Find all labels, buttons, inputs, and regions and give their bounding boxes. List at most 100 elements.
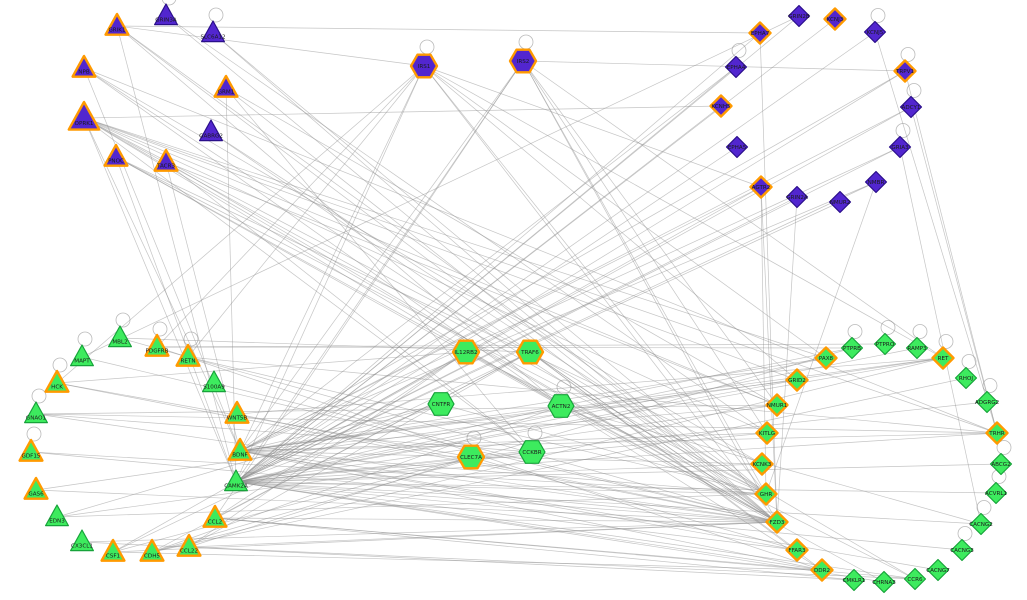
triangle-shape — [224, 400, 250, 424]
node-PAX8[interactable]: PAX8 — [814, 346, 838, 370]
node-NMBR[interactable]: NMBR — [864, 170, 888, 194]
diamond-shape — [840, 336, 864, 360]
node-EPHA5[interactable]: EPHA5 — [725, 135, 749, 159]
self-loop — [52, 357, 68, 373]
edge — [56, 382, 472, 458]
node-IL12RB2[interactable]: IL12RB2 — [451, 339, 481, 365]
hexagon-shape — [456, 444, 486, 470]
edge — [83, 117, 533, 453]
edge — [83, 67, 763, 465]
node-CACNG2[interactable]: CACNG2 — [969, 512, 993, 536]
node-CNTFR[interactable]: CNTFR — [427, 392, 455, 416]
self-loop — [556, 379, 572, 395]
node-TRAF6[interactable]: TRAF6 — [515, 339, 545, 365]
edge — [235, 70, 906, 483]
node-GRM1[interactable]: GRM1 — [213, 74, 239, 98]
self-loop — [938, 334, 954, 349]
node-NPB[interactable]: NPB — [71, 54, 97, 78]
edge — [239, 181, 877, 452]
node-ABCG2[interactable]: ABCG2 — [989, 452, 1013, 476]
diamond-shape — [863, 20, 887, 44]
edge — [35, 413, 778, 523]
node-GRIN2A[interactable]: GRIN2A — [785, 185, 809, 209]
node-IRS2[interactable]: IRS2 — [508, 48, 538, 74]
node-IRS1[interactable]: IRS1 — [409, 53, 439, 79]
diamond-shape — [989, 452, 1013, 476]
node-KCNJ3[interactable]: KCNJ3 — [823, 7, 847, 31]
diamond-shape — [785, 538, 809, 562]
edge — [239, 450, 778, 523]
edge — [116, 25, 761, 34]
node-GRID2[interactable]: GRID2 — [785, 368, 809, 392]
node-GNAO1[interactable]: GNAO1 — [24, 401, 49, 424]
node-CX3CL1[interactable]: CX3CL1 — [69, 529, 95, 552]
node-FFAR3[interactable]: FFAR3 — [785, 538, 809, 562]
node-HCK[interactable]: HCK — [44, 369, 70, 393]
diamond-shape — [754, 482, 778, 506]
node-ADCY1[interactable]: ADCY1 — [899, 95, 923, 119]
node-TACR3[interactable]: TACR3 — [153, 148, 179, 172]
node-CACNG7[interactable]: CACNG7 — [926, 558, 950, 582]
edge — [235, 146, 901, 483]
diamond-shape — [873, 332, 897, 356]
node-CACNG3[interactable]: CACNG3 — [950, 538, 974, 562]
edge — [522, 60, 778, 523]
self-loop — [731, 43, 747, 58]
node-GRIK1[interactable]: GRIK1 — [104, 12, 130, 36]
node-GRIN3A[interactable]: GRIN3A — [154, 3, 178, 26]
edge — [151, 377, 967, 553]
node-EPHA7[interactable]: EPHA7 — [748, 21, 772, 45]
node-KCNH5[interactable]: KCNH5 — [709, 94, 733, 118]
diamond-shape — [899, 95, 923, 119]
node-ACVRL1[interactable]: ACVRL1 — [984, 481, 1007, 505]
node-GRIA3[interactable]: GRIA3 — [888, 135, 912, 159]
node-EDN3[interactable]: EDN3 — [44, 504, 70, 527]
edge — [239, 404, 778, 452]
self-loop — [419, 39, 435, 55]
edge — [776, 196, 798, 523]
diamond-shape — [842, 568, 866, 592]
triangle-shape — [175, 343, 201, 367]
node-PTPRO[interactable]: PTPRO — [873, 332, 897, 356]
node-RET[interactable]: RET — [931, 346, 955, 370]
diamond-shape — [893, 59, 917, 83]
node-ACTN2[interactable]: ACTN2 — [547, 394, 575, 418]
edge — [239, 60, 524, 452]
node-SLC6A12[interactable]: SLC6A12 — [200, 20, 226, 43]
node-GDF15[interactable]: GDF15 — [18, 438, 44, 462]
node-RHOJ[interactable]: RHOJ — [954, 366, 978, 390]
node-NMUR2[interactable]: NMUR2 — [828, 190, 852, 214]
self-loop — [183, 331, 199, 347]
node-CCL22[interactable]: CCL22 — [176, 533, 202, 557]
node-CCKBR[interactable]: CCKBR — [518, 440, 546, 464]
node-CHRNA3[interactable]: CHRNA3 — [872, 570, 896, 594]
self-loop — [976, 500, 992, 515]
node-KCNJ5[interactable]: KCNJ5 — [863, 20, 887, 44]
node-CLEC7A[interactable]: CLEC7A — [456, 444, 486, 470]
node-ADGRG2[interactable]: ADGRG2 — [975, 390, 999, 414]
diamond-shape — [888, 135, 912, 159]
node-GABRG2[interactable]: GABRG2 — [199, 119, 223, 142]
node-CCR6[interactable]: CCR6 — [903, 567, 927, 591]
edge — [56, 65, 425, 384]
node-OPRK1[interactable]: OPRK1 — [67, 100, 101, 131]
node-MAPT[interactable]: MAPT — [69, 344, 95, 367]
node-RAMP3[interactable]: RAMP3 — [905, 336, 929, 360]
node-MBL2[interactable]: MBL2 — [107, 325, 132, 348]
node-TRPV1[interactable]: TRPV1 — [893, 59, 917, 83]
triangle-shape — [107, 325, 132, 348]
self-loop — [895, 123, 911, 138]
edge — [235, 481, 778, 523]
edge — [112, 456, 472, 553]
node-CCL2[interactable]: CCL2 — [202, 504, 228, 528]
triangle-shape — [44, 504, 70, 527]
node-WNT5B[interactable]: WNT5B — [224, 400, 250, 424]
node-GRIN2B[interactable]: GRIN2B — [787, 4, 811, 28]
node-GAS6[interactable]: GAS6 — [23, 476, 49, 500]
edge — [239, 450, 767, 495]
edge — [81, 541, 855, 581]
node-KCNK3[interactable]: KCNK3 — [750, 452, 774, 476]
node-PTPRB[interactable]: PTPRB — [840, 336, 864, 360]
triangle-shape — [103, 143, 129, 167]
